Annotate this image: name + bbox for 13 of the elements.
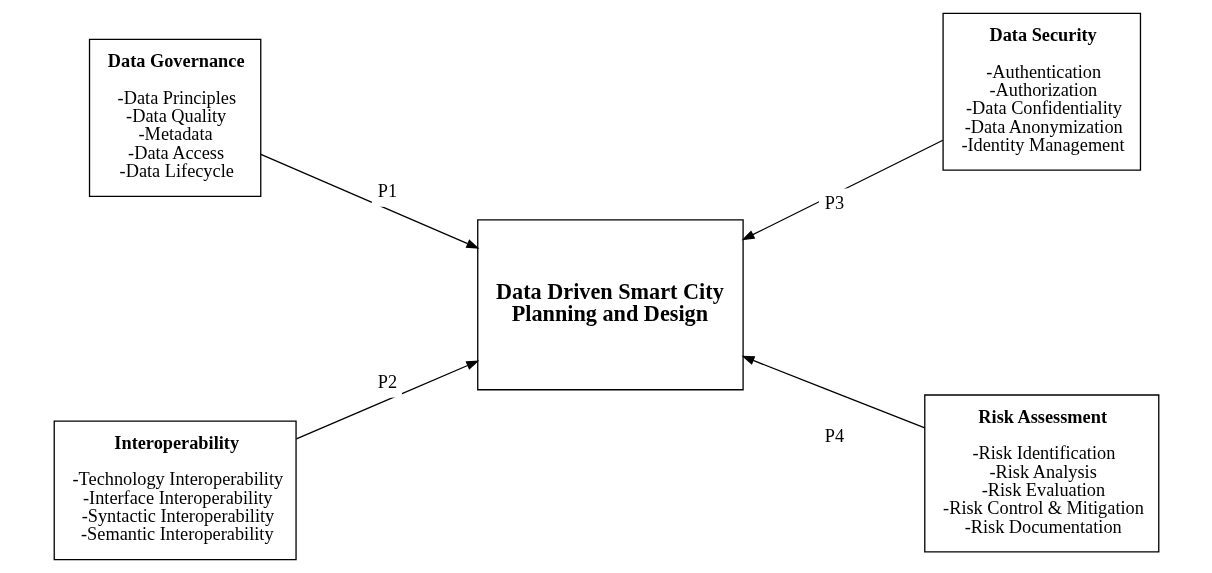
edge-label: P4 — [824, 425, 844, 446]
node-box: Interoperability -Technology Interoperability -Interface Interoperability -Syntactic Interoperability -Semantic Interoperability — [53, 420, 297, 561]
node-box: Data Governance -Data Principles -Data Quality -Metadata -Data Access -Data Lifecycle — [88, 38, 261, 197]
arrow — [741, 139, 944, 241]
edge-label: P2 — [377, 372, 397, 393]
node-box: Data Security -Authentication -Authorization -Data Confidentiality -Data Anonymization -Identity Management — [941, 12, 1141, 171]
arrow — [740, 355, 925, 429]
arrow — [259, 153, 479, 249]
edge-label: P1 — [377, 181, 397, 202]
edge-label: P3 — [824, 192, 844, 213]
arrow — [295, 360, 479, 440]
node-box: Data Driven Smart City Planning and Design — [476, 219, 744, 391]
node-box: Risk Assessment -Risk Identification -Risk Analysis -Risk Evaluation -Risk Control & Mitigation -Risk Documentation — [923, 394, 1159, 553]
